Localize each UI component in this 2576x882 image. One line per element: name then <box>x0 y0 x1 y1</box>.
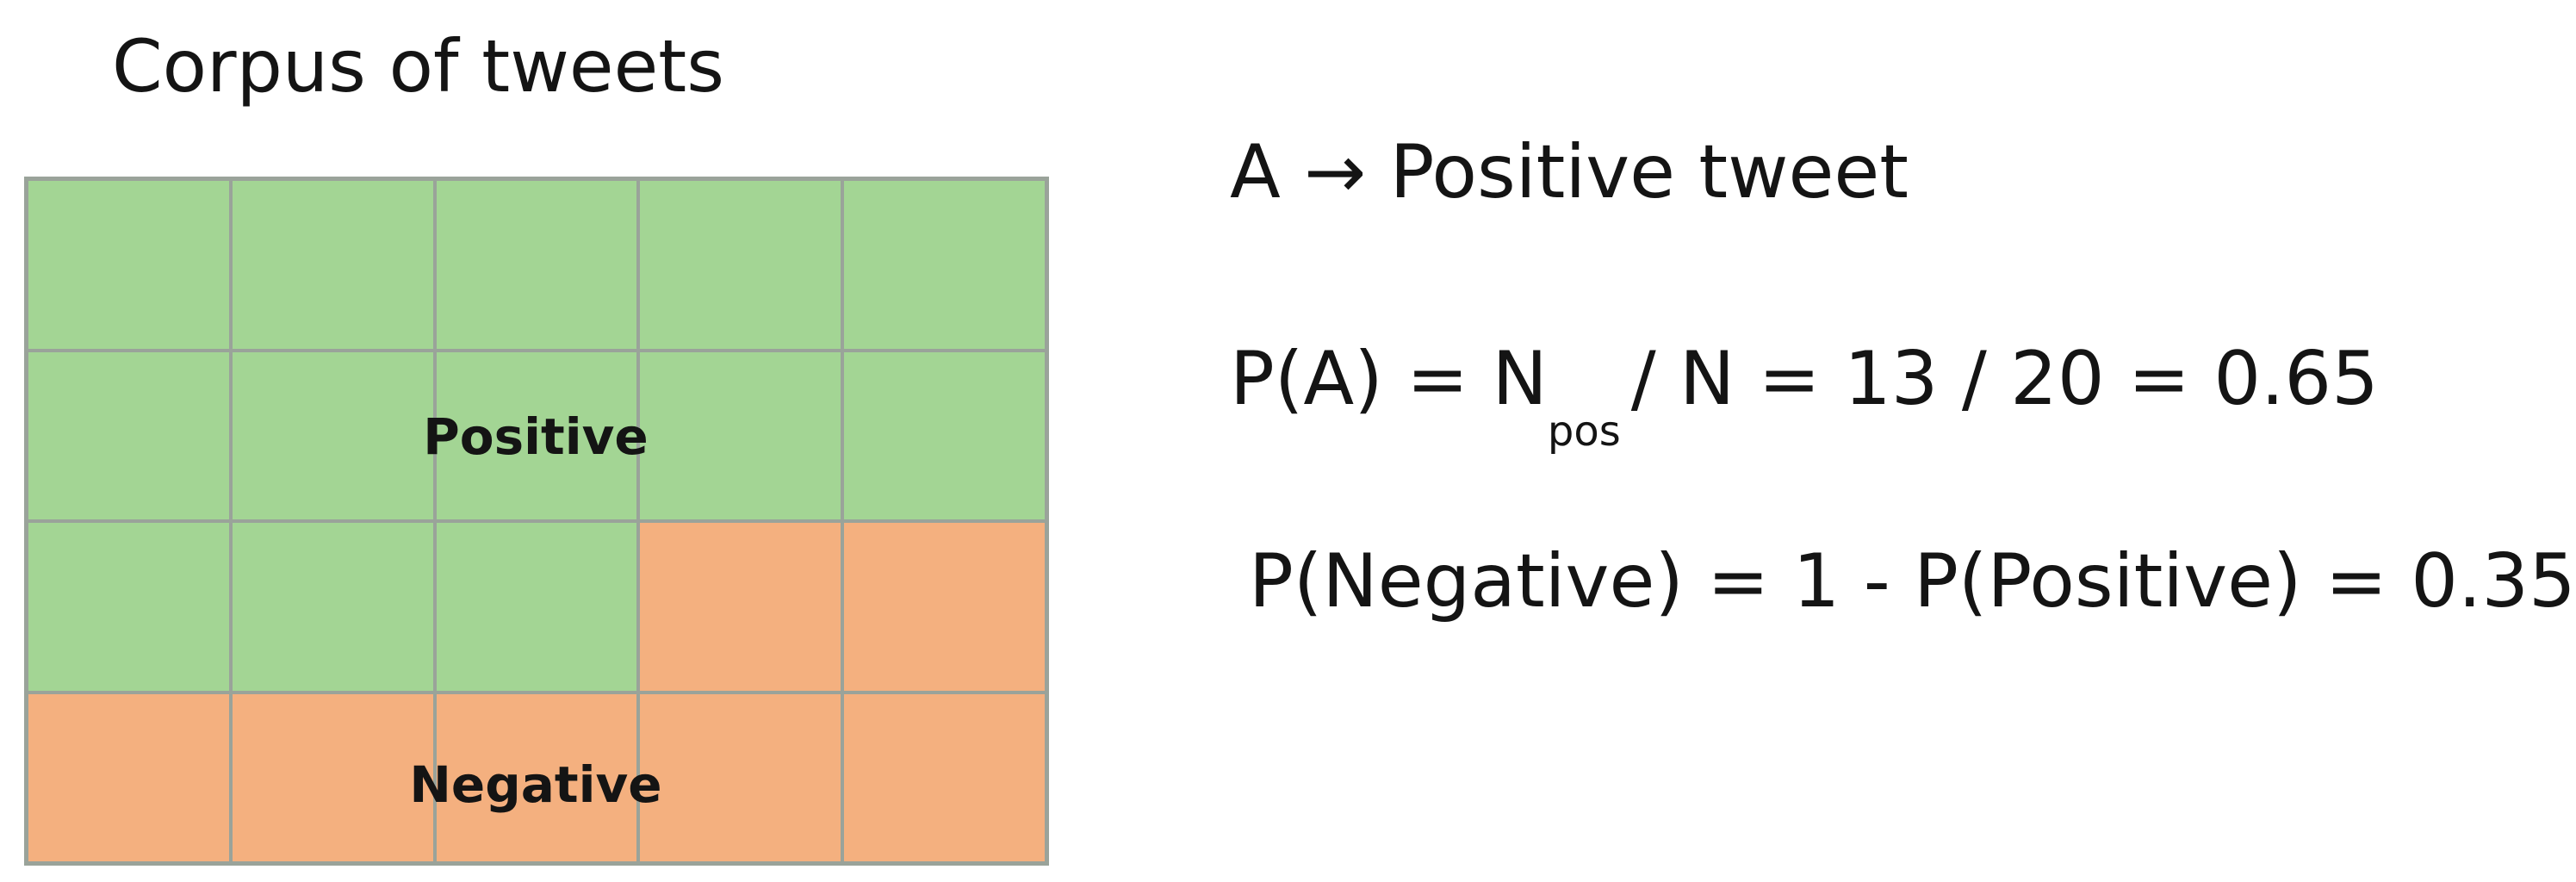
probability-a-equation: P(A) = Npos/ N = 13 / 20 = 0.65 <box>1230 332 2379 456</box>
probability-a-rhs: / N = 13 / 20 = 0.65 <box>1630 336 2379 422</box>
negative-tweet-cell <box>638 692 843 863</box>
positive-tweet-cell <box>638 350 843 521</box>
positive-tweet-cell <box>434 521 639 693</box>
positive-tweet-cell <box>27 350 231 521</box>
positive-tweet-cell <box>434 179 639 351</box>
tweet-corpus-grid <box>24 177 1049 866</box>
probability-a-lhs: P(A) = N <box>1230 336 1548 422</box>
positive-tweet-cell <box>230 350 435 521</box>
positive-tweet-cell <box>27 179 231 351</box>
positive-tweet-cell <box>27 521 231 693</box>
pos-subscript: pos <box>1547 407 1621 456</box>
negative-region-label: Negative <box>409 755 662 814</box>
slide-title: Corpus of tweets <box>112 24 724 109</box>
positive-tweet-cell <box>842 179 1046 351</box>
positive-region-label: Positive <box>423 407 649 466</box>
probability-negative-equation: P(Negative) = 1 - P(Positive) = 0.35 <box>1249 538 2576 624</box>
positive-tweet-cell <box>230 179 435 351</box>
positive-tweet-cell <box>638 179 843 351</box>
negative-tweet-cell <box>434 692 639 863</box>
positive-tweet-cell <box>842 350 1046 521</box>
negative-tweet-cell <box>27 692 231 863</box>
negative-tweet-cell <box>230 692 435 863</box>
positive-tweet-cell <box>434 350 639 521</box>
event-definition: A → Positive tweet <box>1230 129 1909 215</box>
negative-tweet-cell <box>638 521 843 693</box>
negative-tweet-cell <box>842 692 1046 863</box>
positive-tweet-cell <box>230 521 435 693</box>
negative-tweet-cell <box>842 521 1046 693</box>
